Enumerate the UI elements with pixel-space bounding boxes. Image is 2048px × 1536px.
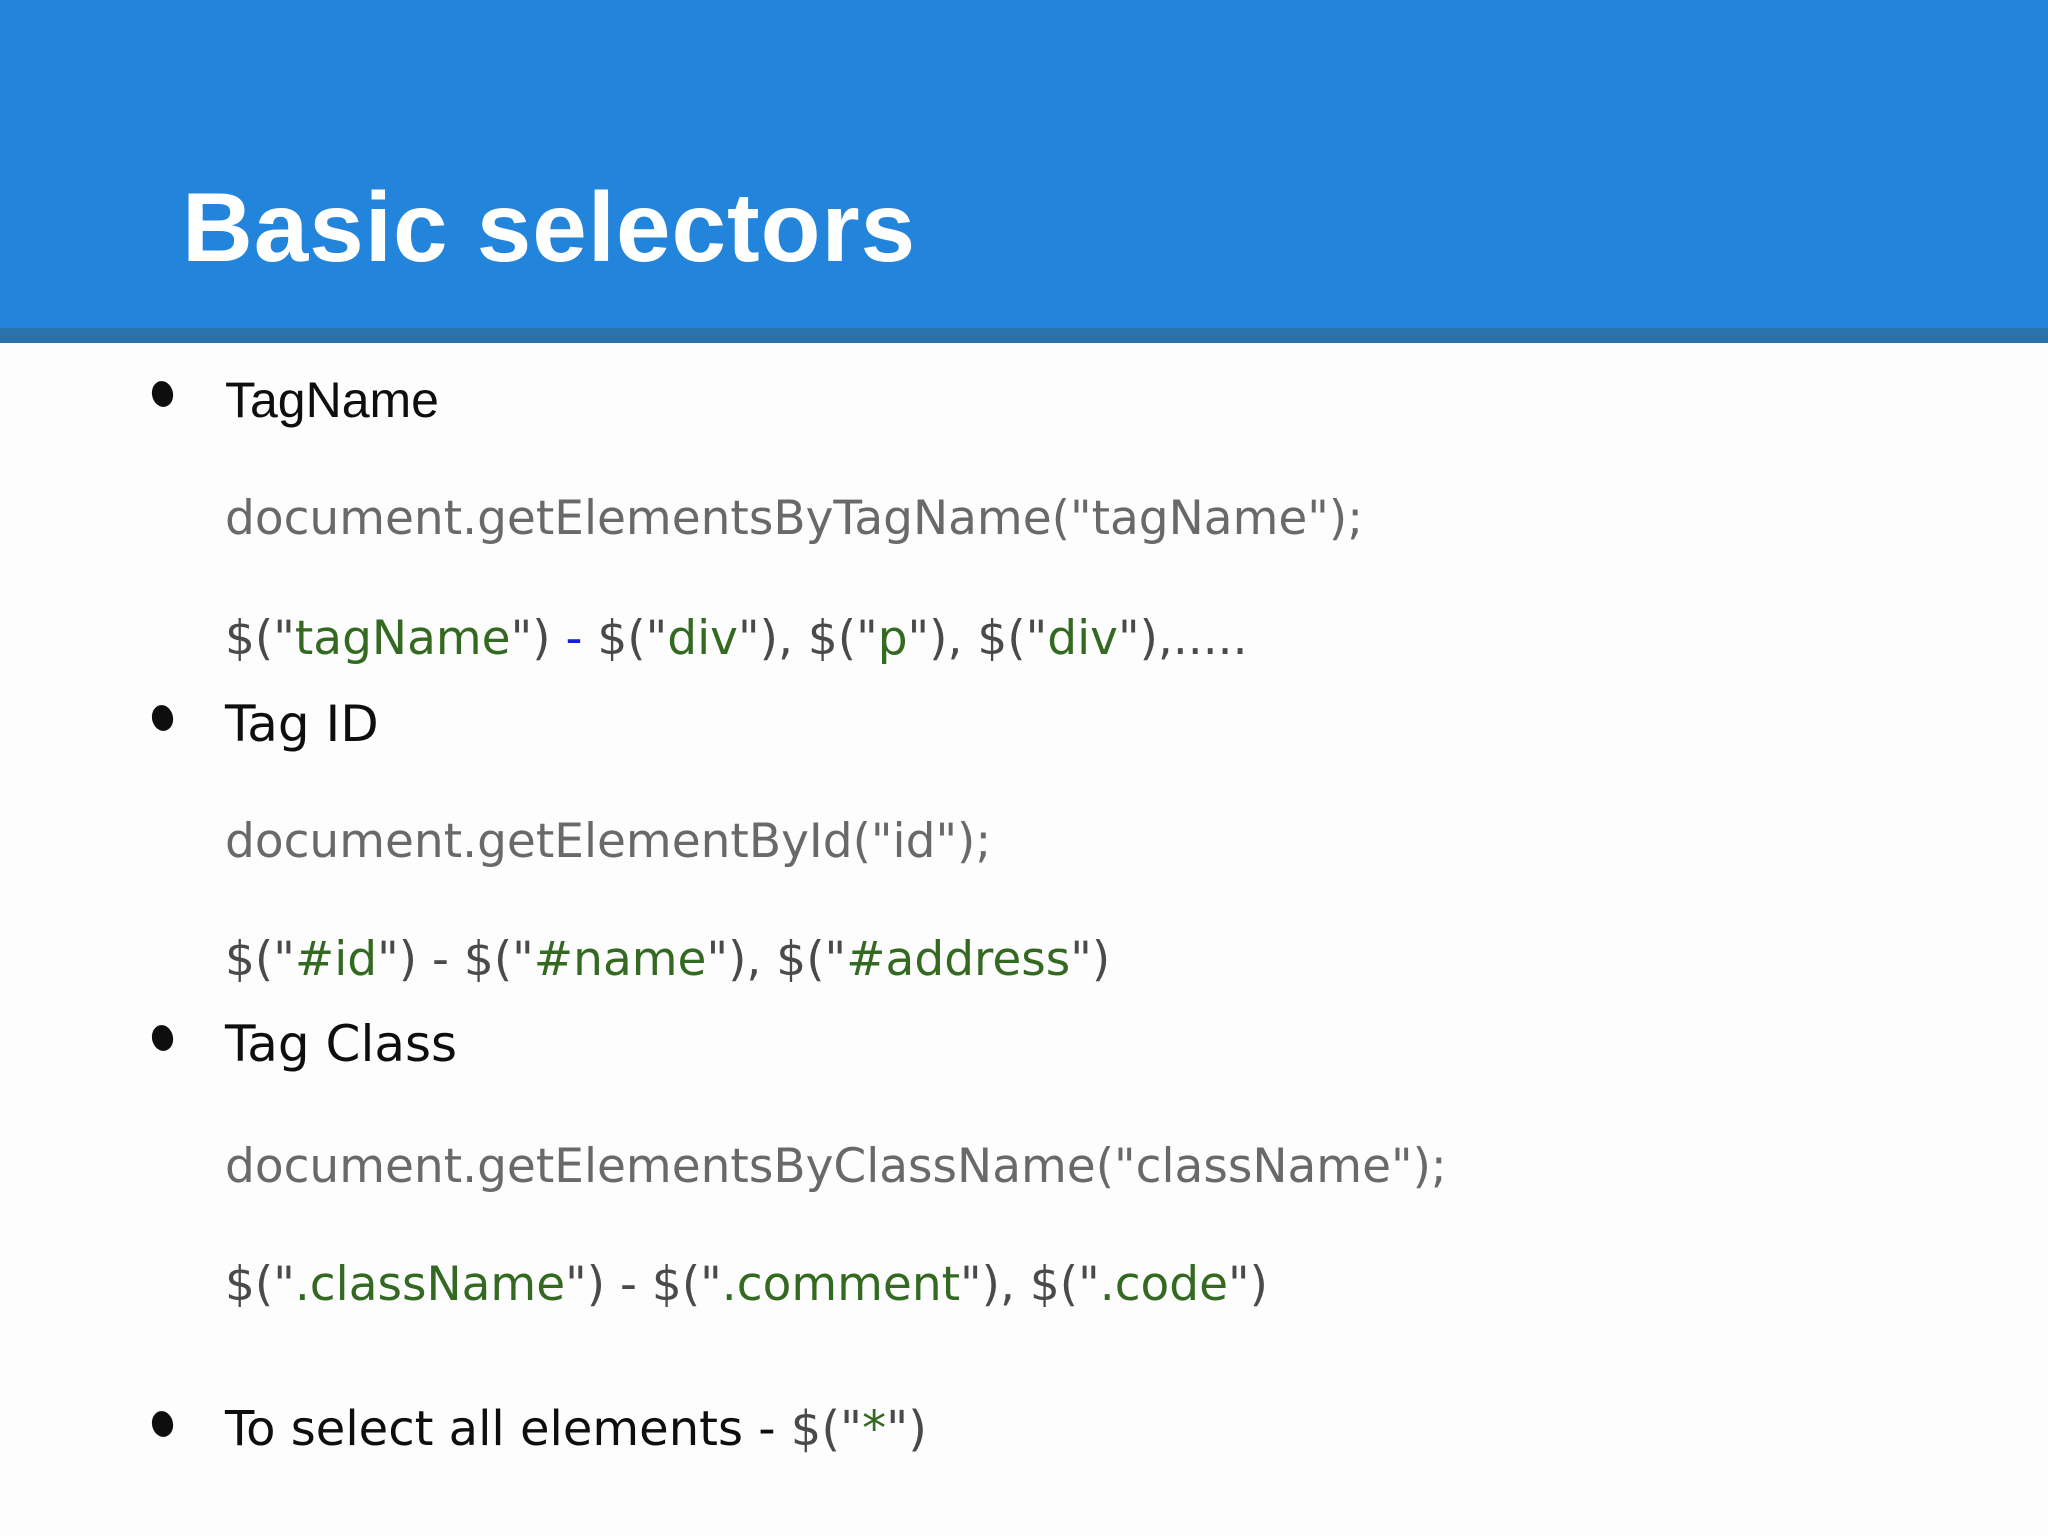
code-segment: .className (294, 1257, 566, 1312)
code-segment: - (565, 611, 583, 666)
bullet-icon (149, 703, 176, 733)
code-segment: #address (846, 932, 1071, 987)
jquery-code-line: $("tagName") - $("div"), $("p"), $("div"… (225, 611, 1248, 666)
code-segment: ") (1228, 1257, 1269, 1312)
bullet-icon (149, 1023, 176, 1053)
code-segment: ") - $(" (565, 1257, 722, 1312)
code-segment: ") - $(" (377, 932, 534, 987)
code-segment: "),..... (1117, 611, 1248, 666)
bullet-icon (149, 379, 176, 409)
bullet-icon (149, 1409, 176, 1439)
code-segment: #id (294, 932, 378, 987)
select-all-bullet-line: To select all elements - $("*") (225, 1401, 927, 1457)
code-segment: ") (1070, 932, 1111, 987)
code-segment: $(" (225, 932, 295, 987)
code-segment: .comment (721, 1257, 961, 1312)
code-segment: * (862, 1401, 887, 1457)
code-segment: "), $(" (706, 932, 847, 987)
code-segment: $(" (790, 1401, 863, 1457)
code-segment: "), $(" (907, 611, 1048, 666)
bullet-label-tagname: TagName (225, 372, 439, 428)
code-segment: div (1047, 611, 1118, 666)
dom-code-line: document.getElementsByTagName("tagName")… (225, 491, 1364, 546)
jquery-code-line: $(".className") - $(".comment"), $(".cod… (225, 1257, 1269, 1312)
header-banner: Basic selectors (0, 0, 2048, 328)
code-segment: #name (533, 932, 707, 987)
code-segment: ") (510, 611, 566, 666)
code-segment: p (877, 611, 908, 666)
jquery-code-line: $("#id") - $("#name"), $("#address") (225, 932, 1111, 987)
bullet-label-tag-class: Tag Class (225, 1015, 458, 1073)
code-segment: "), $(" (960, 1257, 1100, 1312)
dom-code-line: document.getElementsByClassName("classNa… (225, 1139, 1447, 1194)
bullet-label-tag-id: Tag ID (225, 695, 379, 753)
code-segment: tagName (294, 611, 511, 666)
code-segment: "), $(" (738, 611, 878, 666)
code-segment: ") (886, 1401, 927, 1457)
header-strip (0, 328, 2048, 343)
code-segment: $(" (225, 611, 295, 666)
code-segment: .code (1099, 1257, 1229, 1312)
page-title: Basic selectors (182, 172, 917, 282)
code-segment: To select all elements - (225, 1401, 791, 1457)
code-segment: $(" (225, 1257, 295, 1312)
dom-code-line: document.getElementById("id"); (225, 814, 992, 869)
code-segment: $(" (582, 611, 668, 666)
code-segment: div (667, 611, 738, 666)
